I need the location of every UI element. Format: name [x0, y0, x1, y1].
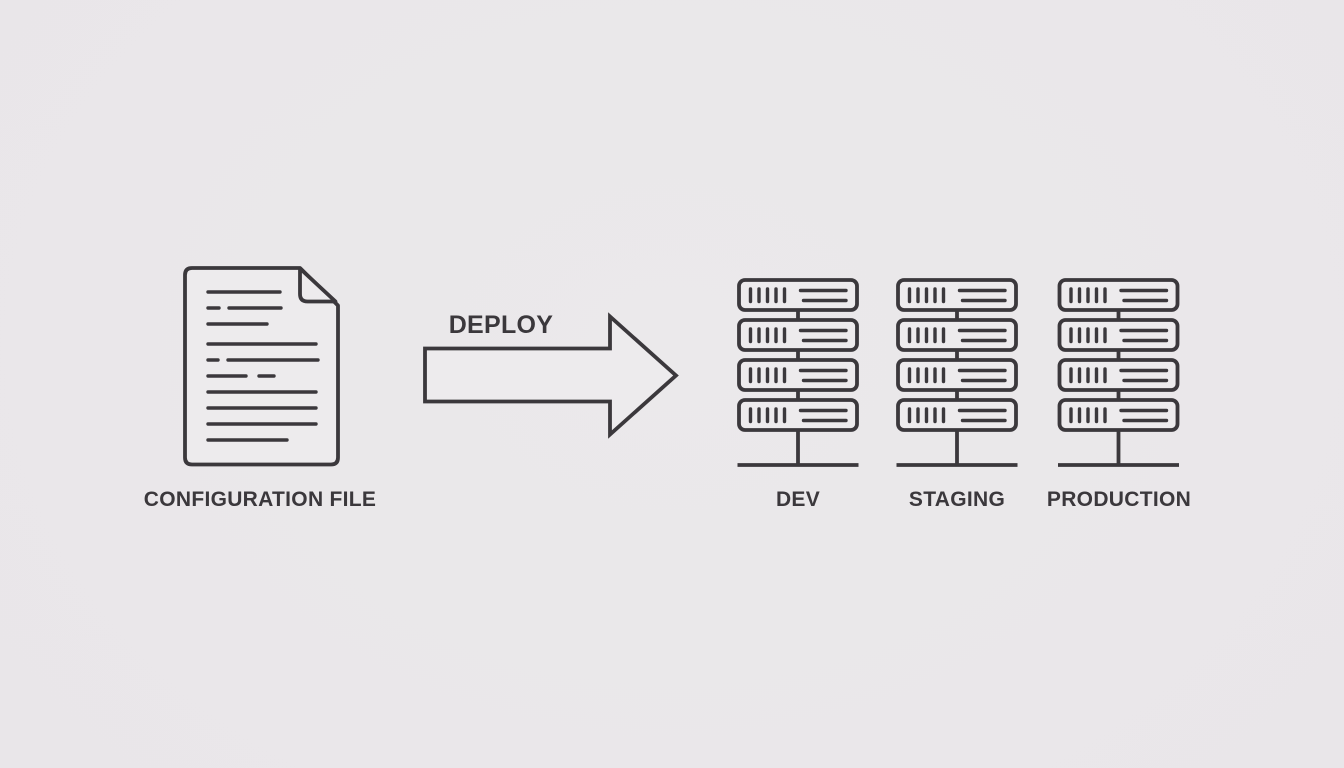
env-label-dev: DEV [775, 488, 821, 511]
env-label-production: PRODUCTION [1046, 488, 1192, 511]
arrow-right-icon [423, 312, 679, 439]
env-label-staging: STAGING [908, 488, 1006, 511]
server-stack-icon-production [1058, 280, 1179, 465]
folded-corner [298, 266, 338, 304]
configuration-file-label: CONFIGURATION FILE [143, 488, 377, 511]
deploy-label: DEPLOY [448, 311, 554, 339]
server-stack-icon-staging [897, 280, 1018, 465]
document-icon [183, 266, 340, 467]
document-text-lines [206, 290, 320, 442]
server-stack-icon-dev [738, 280, 859, 465]
